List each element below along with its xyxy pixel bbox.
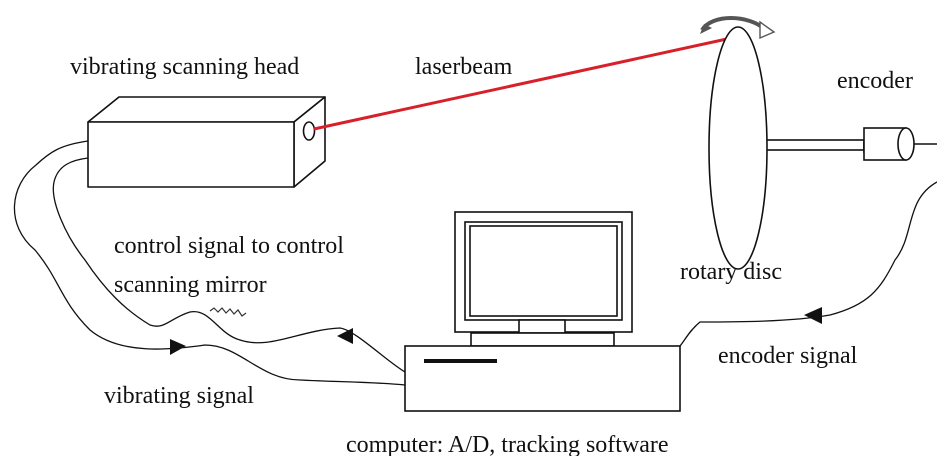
scanning-head-label: vibrating scanning head	[70, 54, 299, 80]
encoder-signal-label: encoder signal	[718, 343, 858, 369]
laserbeam-label: laserbeam	[415, 54, 513, 80]
cable-texture	[209, 307, 247, 317]
control-signal-label-line1: control signal to control	[114, 233, 344, 259]
computer-base	[404, 345, 681, 412]
rotary-disc-label: rotary disc	[680, 259, 782, 285]
control-signal-label-line2: scanning mirror	[114, 272, 267, 298]
scanning-head-box	[87, 96, 326, 188]
computer-label: computer: A/D, tracking software	[346, 432, 669, 456]
encoder-device	[863, 127, 937, 161]
signal-cables	[13, 140, 937, 386]
scanning-head-aperture	[302, 121, 316, 141]
computer-monitor	[454, 211, 633, 347]
encoder-signal-arrow-icon	[804, 307, 822, 324]
encoder-label: encoder	[837, 68, 913, 94]
rotation-arrow-icon	[700, 16, 776, 40]
laser-beam	[313, 35, 737, 131]
vibrating-signal-label: vibrating signal	[104, 383, 254, 409]
control-signal-arrow-icon	[337, 328, 353, 344]
vibrating-signal-arrow-icon	[170, 339, 186, 355]
rotary-disc	[708, 26, 865, 270]
